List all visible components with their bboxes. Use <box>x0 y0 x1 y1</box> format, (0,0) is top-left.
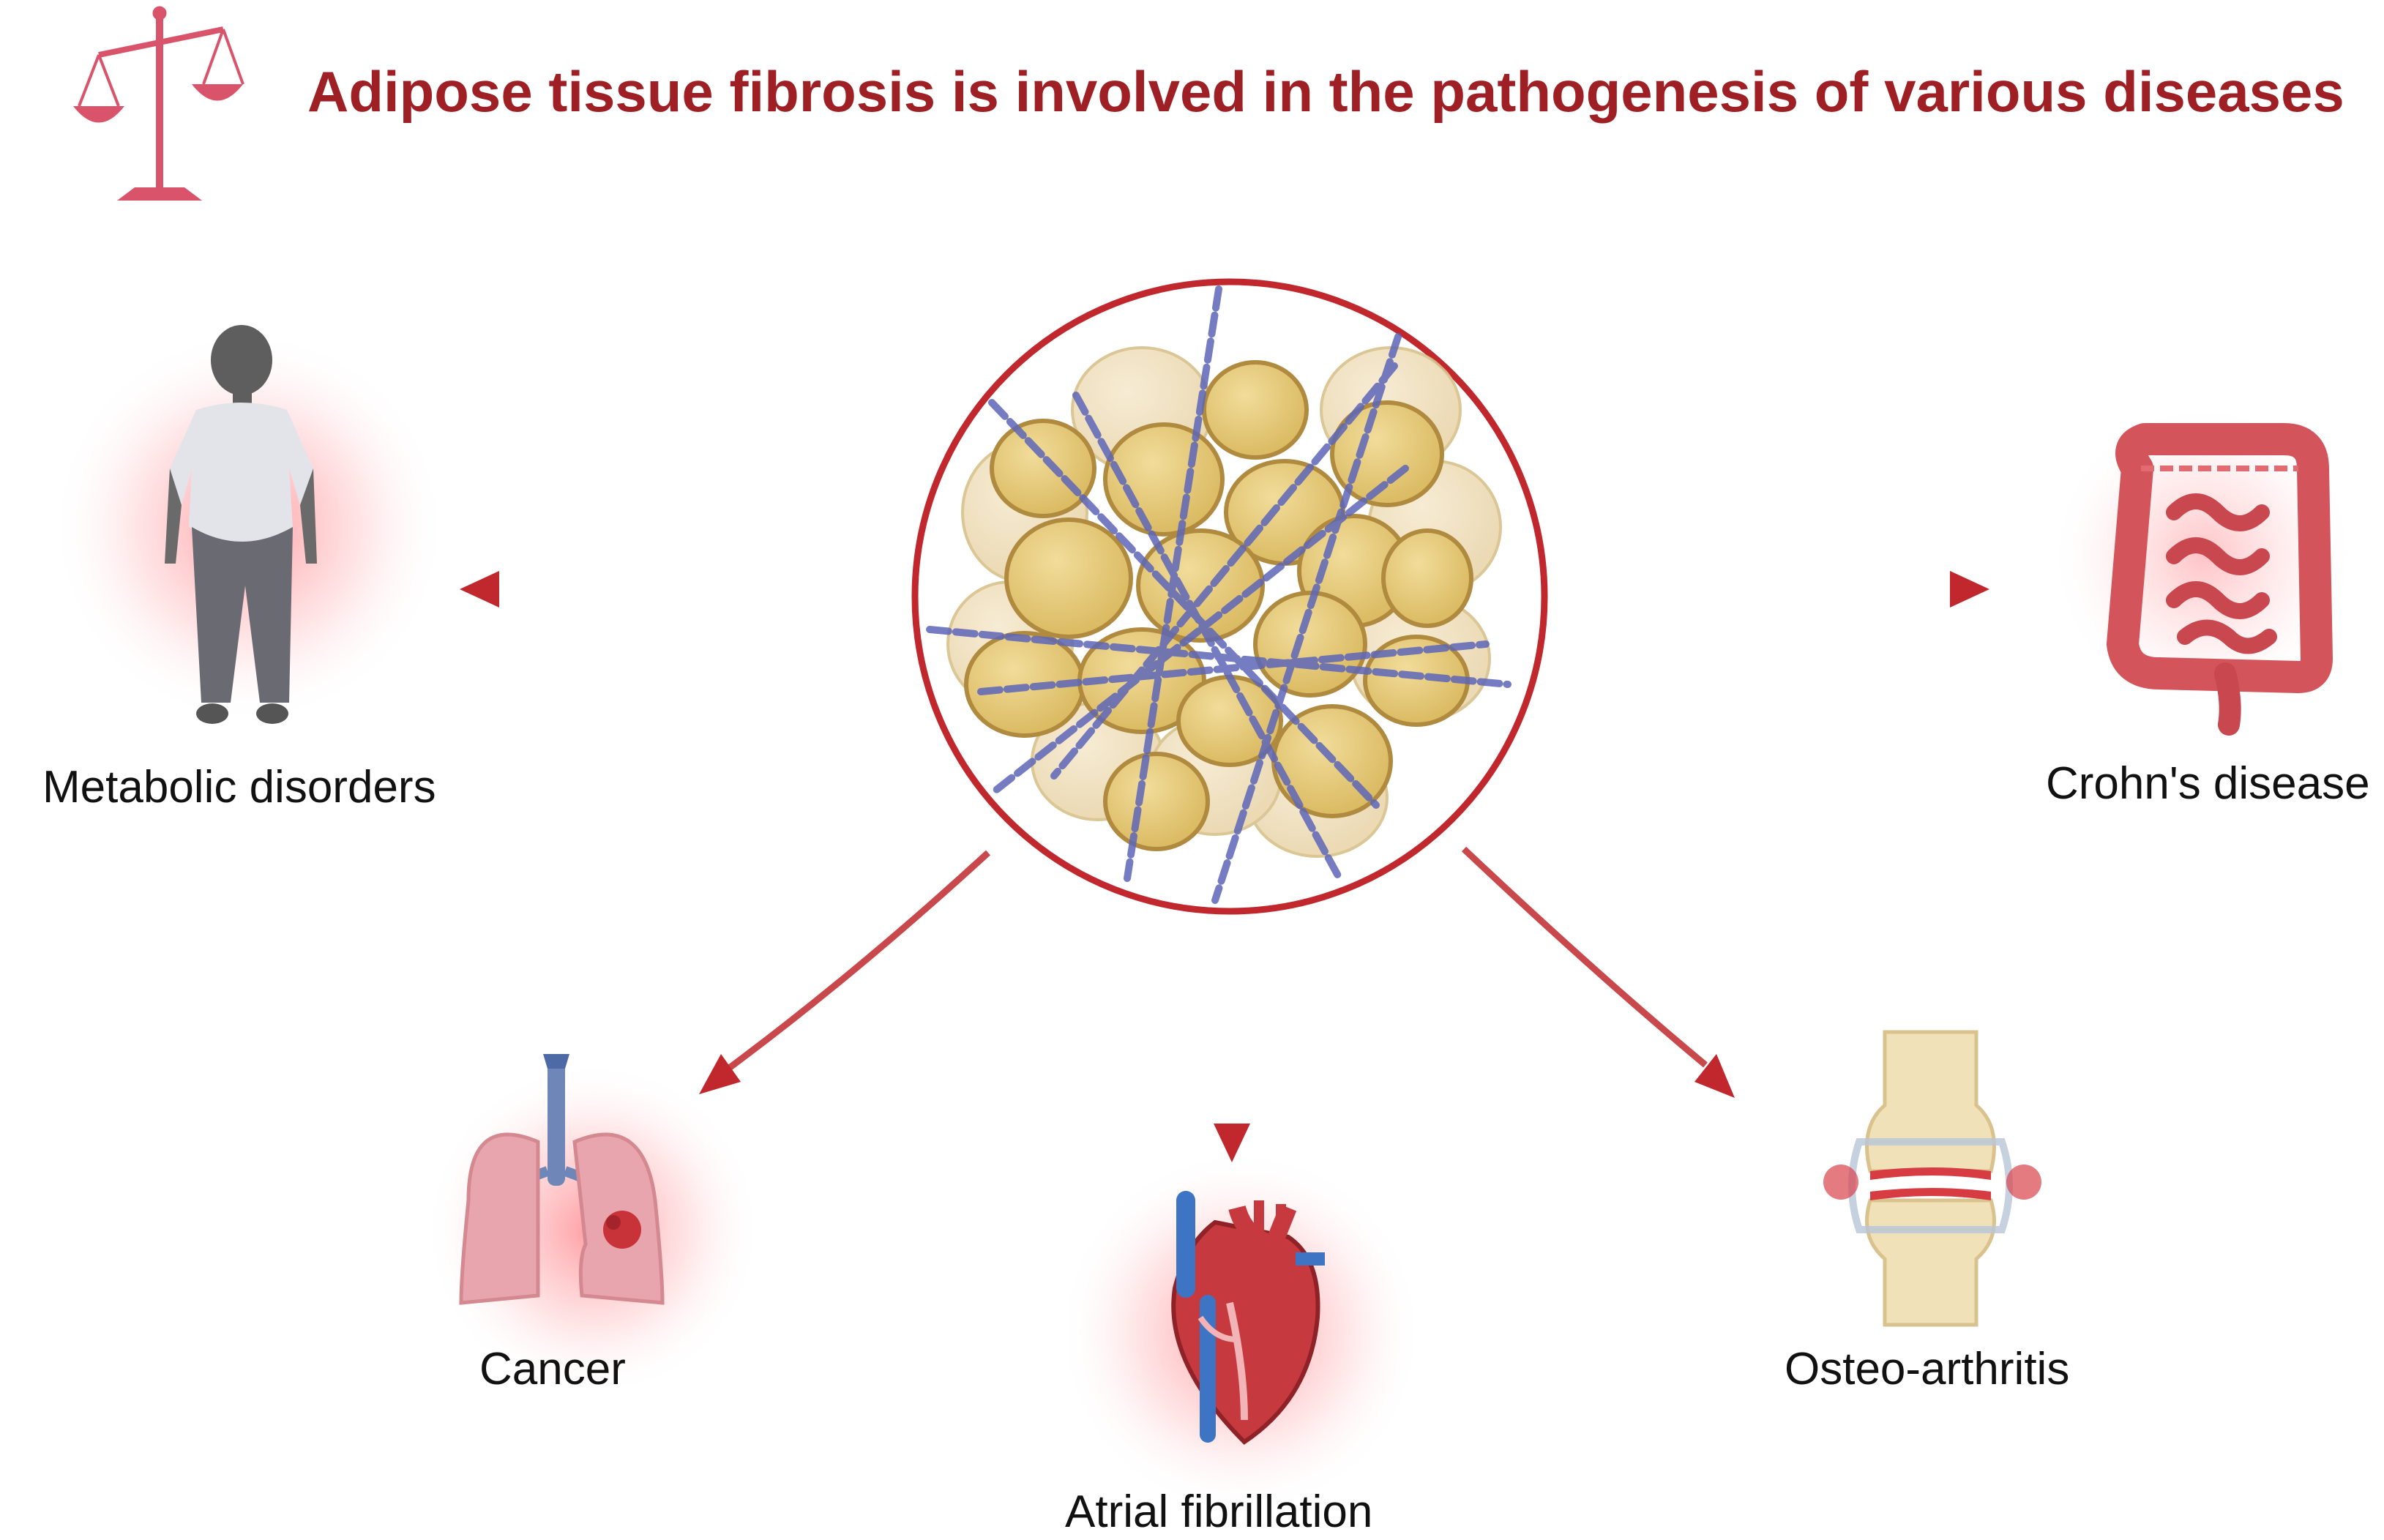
collagen-fibers <box>926 285 1512 904</box>
label-cancer: Cancer <box>479 1344 626 1394</box>
balance-scale-icon <box>73 6 244 201</box>
intestine-icon <box>2107 423 2333 736</box>
arrow-to-crohns <box>1559 571 1989 608</box>
arrow-to-cancer <box>699 850 991 1094</box>
label-crohns-disease: Crohn's disease <box>2046 758 2370 809</box>
label-atrial-fibrillation: Atrial fibrillation <box>1065 1487 1373 1537</box>
label-metabolic-disorders: Metabolic disorders <box>42 762 436 812</box>
knee-joint-icon <box>1823 1030 2041 1327</box>
label-osteo-arthritis: Osteo-arthritis <box>1785 1344 2070 1394</box>
heart-icon <box>1171 1191 1325 1445</box>
arrow-to-metabolic <box>460 571 889 608</box>
arrow-to-osteo <box>1461 846 1735 1098</box>
adipose-tissue-fibrosis-icon <box>911 278 1548 915</box>
obese-person-icon <box>165 325 317 724</box>
page-title: Adipose tissue fibrosis is involved in t… <box>307 59 2344 124</box>
lungs-tumor-icon <box>459 1054 665 1305</box>
arrow-to-atrial <box>1214 937 1250 1162</box>
